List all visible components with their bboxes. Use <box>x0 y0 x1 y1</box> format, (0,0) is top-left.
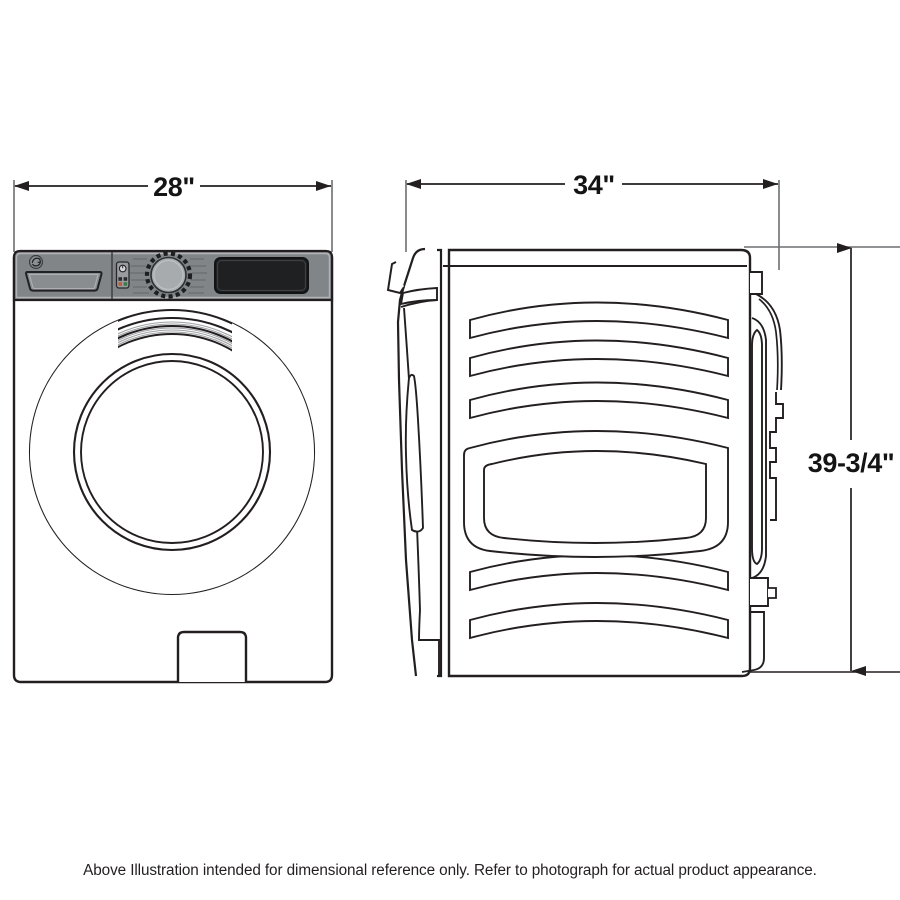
control-knob-face[interactable] <box>150 256 187 294</box>
control-knob-bezel[interactable] <box>144 251 193 299</box>
center-recess-inner <box>483 450 707 544</box>
rear-connections-group <box>741 271 784 673</box>
rib-arc-bottom-2 <box>469 602 729 640</box>
width-dimension-label: 28" <box>153 172 195 202</box>
rear-terminal-block <box>769 392 784 521</box>
control-knob-highlight <box>153 259 184 291</box>
water-hose-inner <box>758 298 779 391</box>
water-hose-outer <box>755 293 783 391</box>
power-button-icon[interactable] <box>118 264 127 273</box>
door-glass-inner <box>80 360 264 544</box>
door-trim-edge <box>400 299 438 308</box>
door-profile-group <box>386 247 440 677</box>
button-cluster[interactable] <box>115 261 130 289</box>
rear-panel-ribs <box>469 301 729 640</box>
option-button-2[interactable] <box>123 277 128 281</box>
ge-logo <box>29 255 43 269</box>
rib-arc-top-1 <box>469 301 729 340</box>
option-button-3[interactable] <box>118 282 122 286</box>
rib-arc-top-2 <box>469 339 729 378</box>
option-button-4[interactable] <box>123 282 128 286</box>
dispenser-drawer-highlight <box>28 273 99 290</box>
knob-tick-marks <box>130 258 207 294</box>
display-screen-bezel-highlight <box>217 260 306 291</box>
rear-panel-left-edge <box>436 248 443 678</box>
depth-dimension-label: 34" <box>573 170 615 200</box>
width-dimension-group: 28" <box>13 172 333 252</box>
control-knob[interactable] <box>144 251 193 299</box>
footer-disclaimer: Above Illustration intended for dimensio… <box>83 862 817 879</box>
dispenser-drawer[interactable] <box>25 271 103 292</box>
rear-upper-bracket <box>750 271 763 295</box>
option-button-1[interactable] <box>118 277 122 281</box>
rear-cover-edge <box>751 317 767 579</box>
rib-arc-top-3 <box>469 381 729 420</box>
door-bottom-step <box>418 609 440 676</box>
control-panel <box>12 249 334 302</box>
height-dimension-group: 39-3/4" <box>744 243 900 676</box>
side-view <box>386 247 784 678</box>
rear-lower-bracket <box>750 577 769 607</box>
bottom-access-panel[interactable] <box>176 630 248 682</box>
leveling-foot-rear <box>741 611 765 673</box>
display-screen[interactable] <box>214 257 309 294</box>
depth-dimension-group: 34" <box>405 170 780 270</box>
control-panel-inner-highlight <box>15 252 331 299</box>
power-cord-outlet <box>768 587 777 599</box>
display-screen-glass[interactable] <box>214 257 309 294</box>
front-view <box>12 249 334 684</box>
dispenser-drawer-handle[interactable] <box>25 271 103 292</box>
height-dimension-label: 39-3/4" <box>808 448 895 478</box>
door-handle-profile[interactable] <box>404 373 424 533</box>
door-hinge-tab <box>386 261 405 295</box>
rear-vent-strip <box>751 328 763 566</box>
